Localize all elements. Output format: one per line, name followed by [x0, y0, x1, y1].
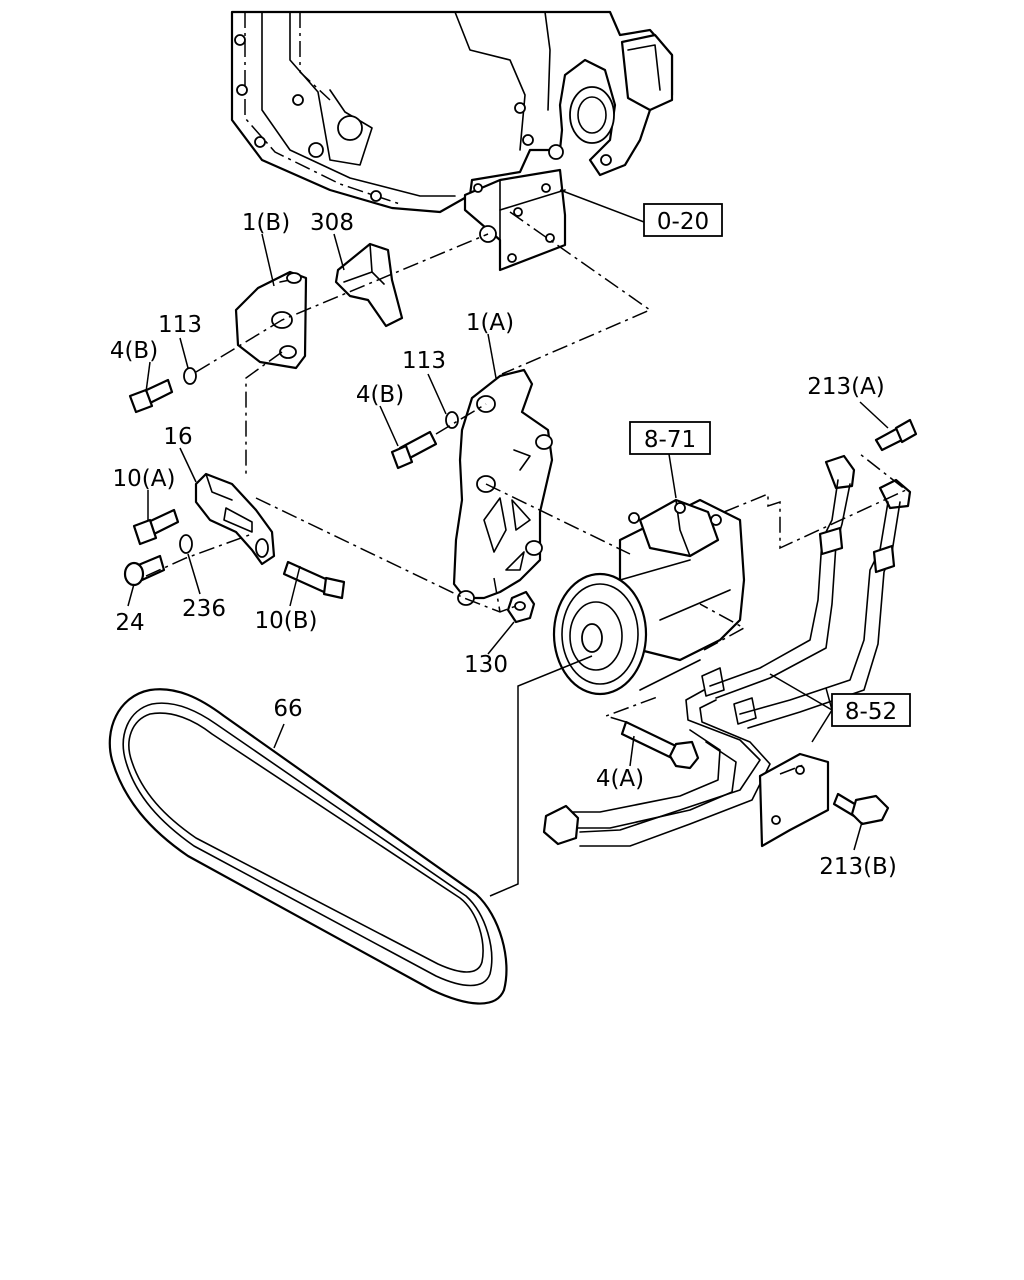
ref-label-8-71: 8-71	[644, 427, 696, 453]
callout-24: 24	[115, 610, 144, 636]
callout-1b: 1(B)	[242, 210, 290, 236]
bolt-4a	[620, 720, 700, 770]
bolt-24	[123, 554, 166, 587]
engine-front-cover	[230, 10, 674, 214]
callout-16: 16	[163, 424, 192, 450]
engine-mount-block	[463, 168, 567, 272]
nut-130	[506, 590, 536, 624]
callout-labels: 1(B) 308 113 4(B) 1(A) 113 4(B) 16 10(A)…	[110, 210, 897, 880]
callout-213a: 213(A)	[807, 374, 885, 400]
callout-4b-mid: 4(B)	[356, 382, 404, 408]
callout-113-left: 113	[158, 312, 202, 338]
callout-130: 130	[464, 652, 508, 678]
bolt-213b	[832, 792, 890, 826]
washer-236	[179, 534, 193, 554]
callout-236: 236	[182, 596, 226, 622]
callout-4b-left: 4(B)	[110, 338, 158, 364]
bolt-10a	[132, 508, 180, 546]
ac-compressor	[552, 498, 746, 696]
ref-box-8-71: 8-71	[629, 421, 711, 455]
callout-213b: 213(B)	[819, 854, 897, 880]
callout-4a: 4(A)	[596, 766, 644, 792]
ref-label-8-52: 8-52	[845, 699, 897, 725]
assembly-centerlines	[145, 211, 908, 775]
bolt-4b-left	[128, 378, 174, 414]
ac-hose-assembly	[542, 454, 912, 848]
pulley-belt-leader	[489, 655, 593, 897]
clip-308	[334, 242, 404, 328]
callout-10a: 10(A)	[113, 466, 176, 492]
callout-66: 66	[273, 696, 302, 722]
callout-leaders	[127, 189, 889, 851]
bracket-1b	[234, 270, 308, 370]
adjust-plate-16	[194, 472, 276, 566]
washer-113-left	[183, 367, 197, 385]
callout-10b: 10(B)	[255, 608, 318, 634]
washer-113-mid	[445, 411, 459, 429]
ref-box-8-52: 8-52	[831, 693, 911, 727]
callout-1a: 1(A)	[466, 310, 514, 336]
callout-113-mid: 113	[402, 348, 446, 374]
bolt-10b	[282, 560, 346, 600]
bolt-213a	[874, 418, 918, 452]
ref-label-0-20: 0-20	[657, 209, 709, 235]
bolt-4b-mid	[390, 430, 438, 470]
v-belt-66	[108, 688, 508, 1005]
ref-box-0-20: 0-20	[643, 203, 723, 237]
bracket-1a	[452, 368, 554, 606]
callout-308: 308	[310, 210, 354, 236]
